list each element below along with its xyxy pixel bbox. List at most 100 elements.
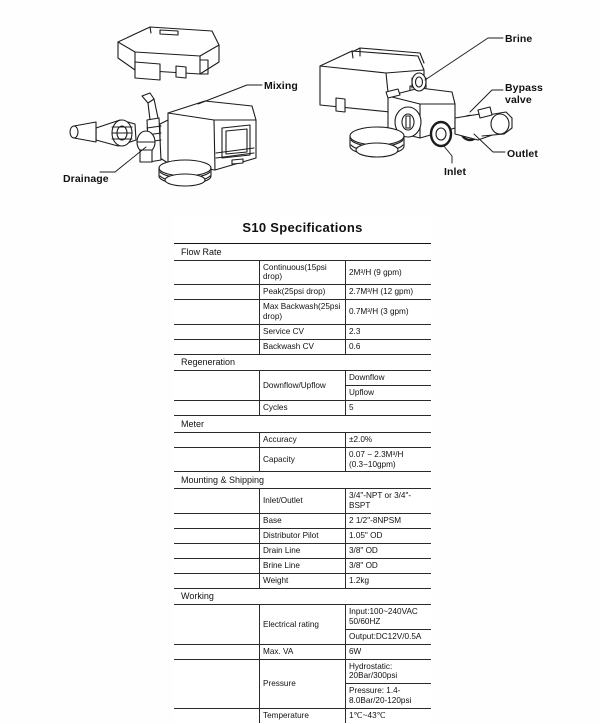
- spec-row-value: 0.6: [345, 338, 431, 355]
- spec-row-label: Temperature: [259, 707, 346, 723]
- callout-label-bypass-valve: Bypass valve: [505, 82, 543, 107]
- spec-row-value: 3/8" OD: [345, 557, 431, 574]
- left-valve-cover: [117, 26, 220, 81]
- spec-row-value: Upflow: [345, 385, 431, 402]
- callout-label-drainage: Drainage: [63, 173, 109, 185]
- spec-row-label: Weight: [259, 572, 346, 589]
- spec-row-label: Downflow/Upflow: [259, 370, 346, 402]
- spec-row-indent: [174, 299, 260, 325]
- spec-row-label: Pressure: [259, 658, 346, 709]
- spec-row-indent: [174, 431, 260, 448]
- spec-row-value: 1.2kg: [345, 572, 431, 589]
- spec-section-header: Working: [174, 587, 431, 606]
- spec-section-header: Flow Rate: [174, 242, 431, 261]
- spec-row-label: Backwash CV: [259, 338, 346, 355]
- spec-row-value: ±2.0%: [345, 431, 431, 448]
- product-illustrations: Mixing Drainage Brine Bypass valve Outle…: [0, 0, 600, 205]
- spec-row-indent: [174, 446, 260, 473]
- spec-row-indent: [174, 488, 260, 514]
- spec-row-value: 2M³/H (9 gpm): [345, 259, 431, 286]
- spec-row-indent: [174, 643, 260, 660]
- spec-row-label: Service CV: [259, 323, 346, 340]
- left-valve-manifold: [69, 92, 162, 163]
- spec-section-name: Meter: [174, 415, 431, 433]
- spec-row-indent: [174, 284, 260, 301]
- right-valve-base: [349, 126, 405, 158]
- spec-row-value: 5: [345, 400, 431, 417]
- spec-row-value: 1.05" OD: [345, 527, 431, 544]
- spec-row-value: 3/8" OD: [345, 542, 431, 559]
- spec-row-label: Distributor Pilot: [259, 527, 346, 544]
- spec-row-indent: [174, 572, 260, 589]
- left-valve-body: [159, 100, 257, 171]
- spec-row-indent: [174, 542, 260, 559]
- spec-row-indent: [174, 259, 260, 286]
- spec-row-label: Max. VA: [259, 643, 346, 660]
- spec-row-value: 2.7M³/H (12 gpm): [345, 284, 431, 301]
- spec-row-label: Peak(25psi drop): [259, 284, 346, 301]
- spec-row-indent: [174, 658, 260, 709]
- spec-section-header: Mounting & Shipping: [174, 471, 431, 490]
- left-valve-base: [158, 159, 212, 187]
- spec-row-indent: [174, 604, 260, 645]
- spec-row-value: 2.3: [345, 323, 431, 340]
- spec-table-row: Accuracy±2.0%: [174, 431, 431, 448]
- spec-row-indent: [174, 557, 260, 574]
- spec-row-indent: [174, 323, 260, 340]
- spec-row-value: Output:DC12V/0.5A: [345, 628, 431, 645]
- spec-row-value: 0.7M³/H (3 gpm): [345, 299, 431, 325]
- spec-row-label: Inlet/Outlet: [259, 488, 346, 514]
- callout-label-mixing: Mixing: [264, 80, 298, 92]
- spec-row-label: Electrical rating: [259, 604, 346, 645]
- callout-label-inlet: Inlet: [444, 166, 467, 178]
- spec-row-label: Cycles: [259, 400, 346, 417]
- spec-section-header: Regeneration: [174, 353, 431, 372]
- spec-table-row: Peak(25psi drop)2.7M³/H (12 gpm): [174, 284, 431, 301]
- spec-row-label: Drain Line: [259, 542, 346, 559]
- spec-row-label: Max Backwash(25psi drop): [259, 299, 346, 325]
- spec-row-label: Accuracy: [259, 431, 346, 448]
- spec-row-value: Downflow: [345, 370, 431, 387]
- spec-row-value: 2 1/2"-8NPSM: [345, 512, 431, 529]
- callout-label-brine: Brine: [505, 33, 533, 45]
- spec-section-header: Meter: [174, 415, 431, 433]
- spec-section-name: Regeneration: [174, 353, 431, 372]
- callout-label-outlet: Outlet: [507, 148, 538, 160]
- spec-row-indent: [174, 370, 260, 402]
- spec-section-name: Mounting & Shipping: [174, 471, 431, 490]
- valve-line-art: [69, 26, 513, 187]
- spec-row-value: Pressure: 1.4-8.0Bar/20-120psi: [345, 683, 431, 709]
- spec-row-value: 0.07 − 2.3M³/H (0.3−10gpm): [345, 446, 431, 473]
- spec-table-row: Max Backwash(25psi drop)0.7M³/H (3 gpm): [174, 299, 431, 325]
- spec-row-label: Brine Line: [259, 557, 346, 574]
- spec-section-name: Working: [174, 587, 431, 606]
- right-valve-ports: [429, 106, 513, 148]
- spec-row-indent: [174, 338, 260, 355]
- spec-row-indent: [174, 707, 260, 723]
- spec-row-indent: [174, 400, 260, 417]
- spec-row-indent: [174, 512, 260, 529]
- spec-row-value: Input:100~240VAC 50/60HZ: [345, 604, 431, 630]
- spec-table-title: S10 Specifications: [174, 214, 431, 244]
- spec-row-value: 3/4"-NPT or 3/4"-BSPT: [345, 488, 431, 514]
- spec-row-value: 1℃~43℃: [345, 707, 431, 723]
- spec-row-label: Base: [259, 512, 346, 529]
- spec-row-indent: [174, 527, 260, 544]
- callout-leader-lines: [99, 37, 506, 173]
